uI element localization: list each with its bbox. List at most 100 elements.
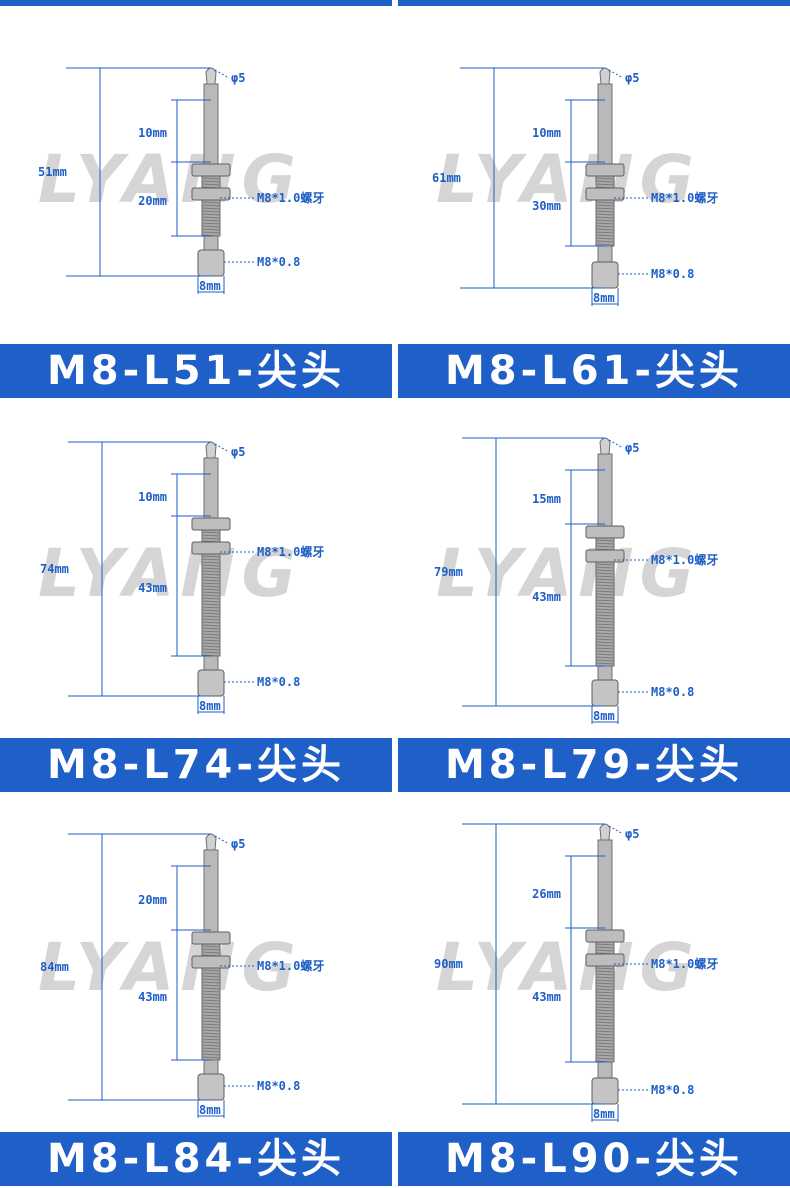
thread-spec-label: M8*1.0螺牙 [651, 552, 718, 567]
thread-line [201, 621, 221, 624]
thread-line [201, 537, 221, 540]
top-strip-right [398, 0, 790, 6]
thread-line [595, 1042, 615, 1045]
shaft-shape [597, 453, 613, 529]
thread-line [595, 662, 615, 665]
thread-line [201, 1002, 221, 1005]
lower-shaft-shape [597, 1061, 613, 1081]
thread-line [595, 659, 615, 662]
total-length-label: 51mm [38, 165, 67, 179]
thread-line [201, 612, 221, 615]
thread-line [201, 981, 221, 984]
upper-nut [585, 929, 625, 943]
thread-line [201, 636, 221, 639]
thread-line [201, 600, 221, 603]
top-strip-left [0, 0, 392, 6]
total-length-label: 79mm [434, 565, 463, 579]
thread-line [595, 617, 615, 620]
top-length-label: 10mm [532, 126, 561, 140]
base-shape [591, 1077, 619, 1105]
thread-line [201, 558, 221, 561]
thread-length-label: 43mm [138, 990, 167, 1004]
thread-shape [201, 519, 221, 657]
tip-leader [214, 69, 230, 79]
thread-line [595, 997, 615, 1000]
base-spec-label: M8*0.8 [651, 267, 694, 281]
base-shape [197, 669, 225, 697]
base-spec-label: M8*0.8 [257, 675, 300, 689]
thread-line [201, 1050, 221, 1053]
thread-line [201, 597, 221, 600]
thread-line [201, 585, 221, 588]
thread-length-label: 30mm [532, 199, 561, 213]
thread-line [595, 207, 615, 210]
thread-line [201, 1005, 221, 1008]
thread-line [595, 216, 615, 219]
thread-line [201, 579, 221, 582]
tip-diameter-label: φ5 [625, 827, 639, 841]
lower-nut [191, 187, 231, 201]
base-spec-label: M8*0.8 [257, 255, 300, 269]
thread-line [201, 624, 221, 627]
thread-length-label: 43mm [532, 990, 561, 1004]
tip-shape [599, 67, 611, 85]
thread-line [201, 207, 221, 210]
thread-line [595, 1018, 615, 1021]
thread-line [595, 632, 615, 635]
thread-line [595, 584, 615, 587]
thread-line [595, 545, 615, 548]
thread-spec-label: M8*1.0螺牙 [257, 190, 324, 205]
watermark-text: LYANG [38, 535, 302, 612]
thread-line [595, 587, 615, 590]
thread-line [595, 1051, 615, 1054]
thread-line [595, 225, 615, 228]
thread-line [201, 1053, 221, 1056]
thread-line [201, 204, 221, 207]
thread-line [201, 210, 221, 213]
thread-line [201, 615, 221, 618]
thread-line [595, 656, 615, 659]
total-length-label: 84mm [40, 960, 69, 974]
thread-line [201, 576, 221, 579]
upper-nut [585, 525, 625, 539]
product-title-banner: M8-L61-尖头 [398, 344, 790, 398]
total-length-label: 74mm [40, 562, 69, 576]
tip-diameter-label: φ5 [231, 837, 245, 851]
thread-line [201, 1011, 221, 1014]
thread-shape [595, 931, 615, 1063]
thread-line [595, 973, 615, 976]
watermark-text: LYANG [436, 141, 700, 218]
thread-line [595, 542, 615, 545]
thread-line [595, 635, 615, 638]
thread-line [595, 1012, 615, 1015]
base-shape [591, 261, 619, 289]
tip-diameter-label: φ5 [625, 441, 639, 455]
thread-line [595, 204, 615, 207]
thread-line [595, 985, 615, 988]
thread-line [201, 990, 221, 993]
watermark-text: LYANG [38, 929, 302, 1006]
shaft-shape [203, 457, 219, 521]
thread-line [595, 614, 615, 617]
thread-line [595, 596, 615, 599]
thread-line [201, 951, 221, 954]
thread-line [595, 1009, 615, 1012]
thread-line [201, 1029, 221, 1032]
thread-line [201, 999, 221, 1002]
thread-line [595, 602, 615, 605]
thread-line [201, 564, 221, 567]
upper-nut [191, 517, 231, 531]
watermark-text: LYANG [38, 141, 302, 218]
thread-line [595, 219, 615, 222]
base-width-label: 8mm [199, 1103, 221, 1117]
thread-line [201, 567, 221, 570]
thread-line [595, 590, 615, 593]
top-length-label: 10mm [138, 490, 167, 504]
thread-line [595, 638, 615, 641]
watermark-text: LYANG [436, 535, 700, 612]
thread-line [595, 1054, 615, 1057]
